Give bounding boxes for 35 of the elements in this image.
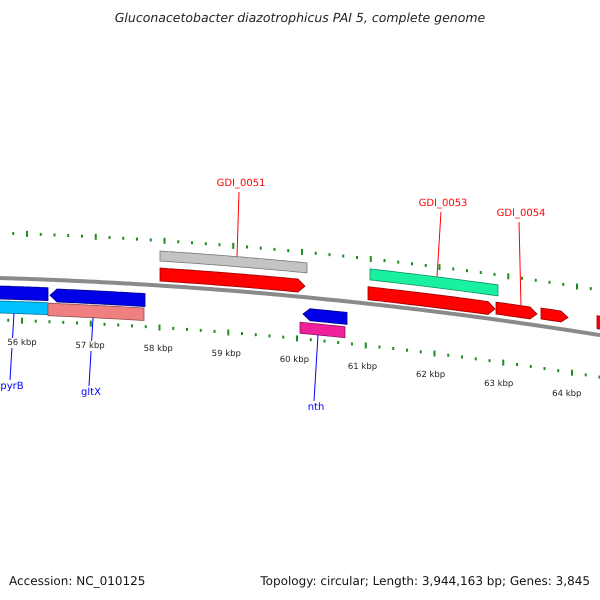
gene-label: GDI_0051 (216, 178, 266, 190)
leader-line (236, 192, 240, 258)
gene-label: GDI_0053 (418, 198, 468, 210)
gene-feature (160, 250, 308, 274)
footer-text: Topology: circular; Length: 3,944,163 bp; Genes: 3,845 (260, 574, 590, 588)
scale-label: 56 kbp (6, 338, 38, 348)
scale-label: 61 kbp (346, 362, 378, 372)
leader-line (518, 222, 522, 306)
scale-label: 60 kbp (278, 355, 310, 366)
gene-feature (160, 268, 306, 292)
gene-feature (368, 286, 496, 315)
gene-label: GDI_0054 (496, 208, 546, 220)
gene-feature (48, 302, 144, 321)
scale-label: 64 kbp (551, 388, 582, 399)
gene-label: nth (308, 402, 324, 414)
gene-feature (496, 302, 538, 320)
leader-line (436, 212, 442, 278)
gene-feature (49, 288, 146, 308)
gene-feature (540, 308, 569, 322)
gene-feature (302, 308, 348, 325)
gene-label: pyrB (0, 381, 24, 393)
scale-label: 58 kbp (142, 344, 174, 354)
gene-label: gltX (81, 387, 101, 399)
scale-label: 63 kbp (483, 378, 514, 389)
footer-text: Accession: NC_010125 (9, 574, 146, 588)
scale-label: 57 kbp (74, 340, 106, 351)
leader-line (314, 334, 318, 402)
gene-feature (370, 268, 498, 296)
scale-label: 62 kbp (414, 370, 446, 380)
gene-feature (300, 322, 346, 338)
scale-label: 59 kbp (210, 349, 242, 360)
gene-feature (596, 315, 600, 331)
map-title: Gluconacetobacter diazotrophicus PAI 5, complete genome (114, 10, 486, 25)
gene-feature (0, 285, 48, 302)
gene-feature (0, 300, 48, 316)
